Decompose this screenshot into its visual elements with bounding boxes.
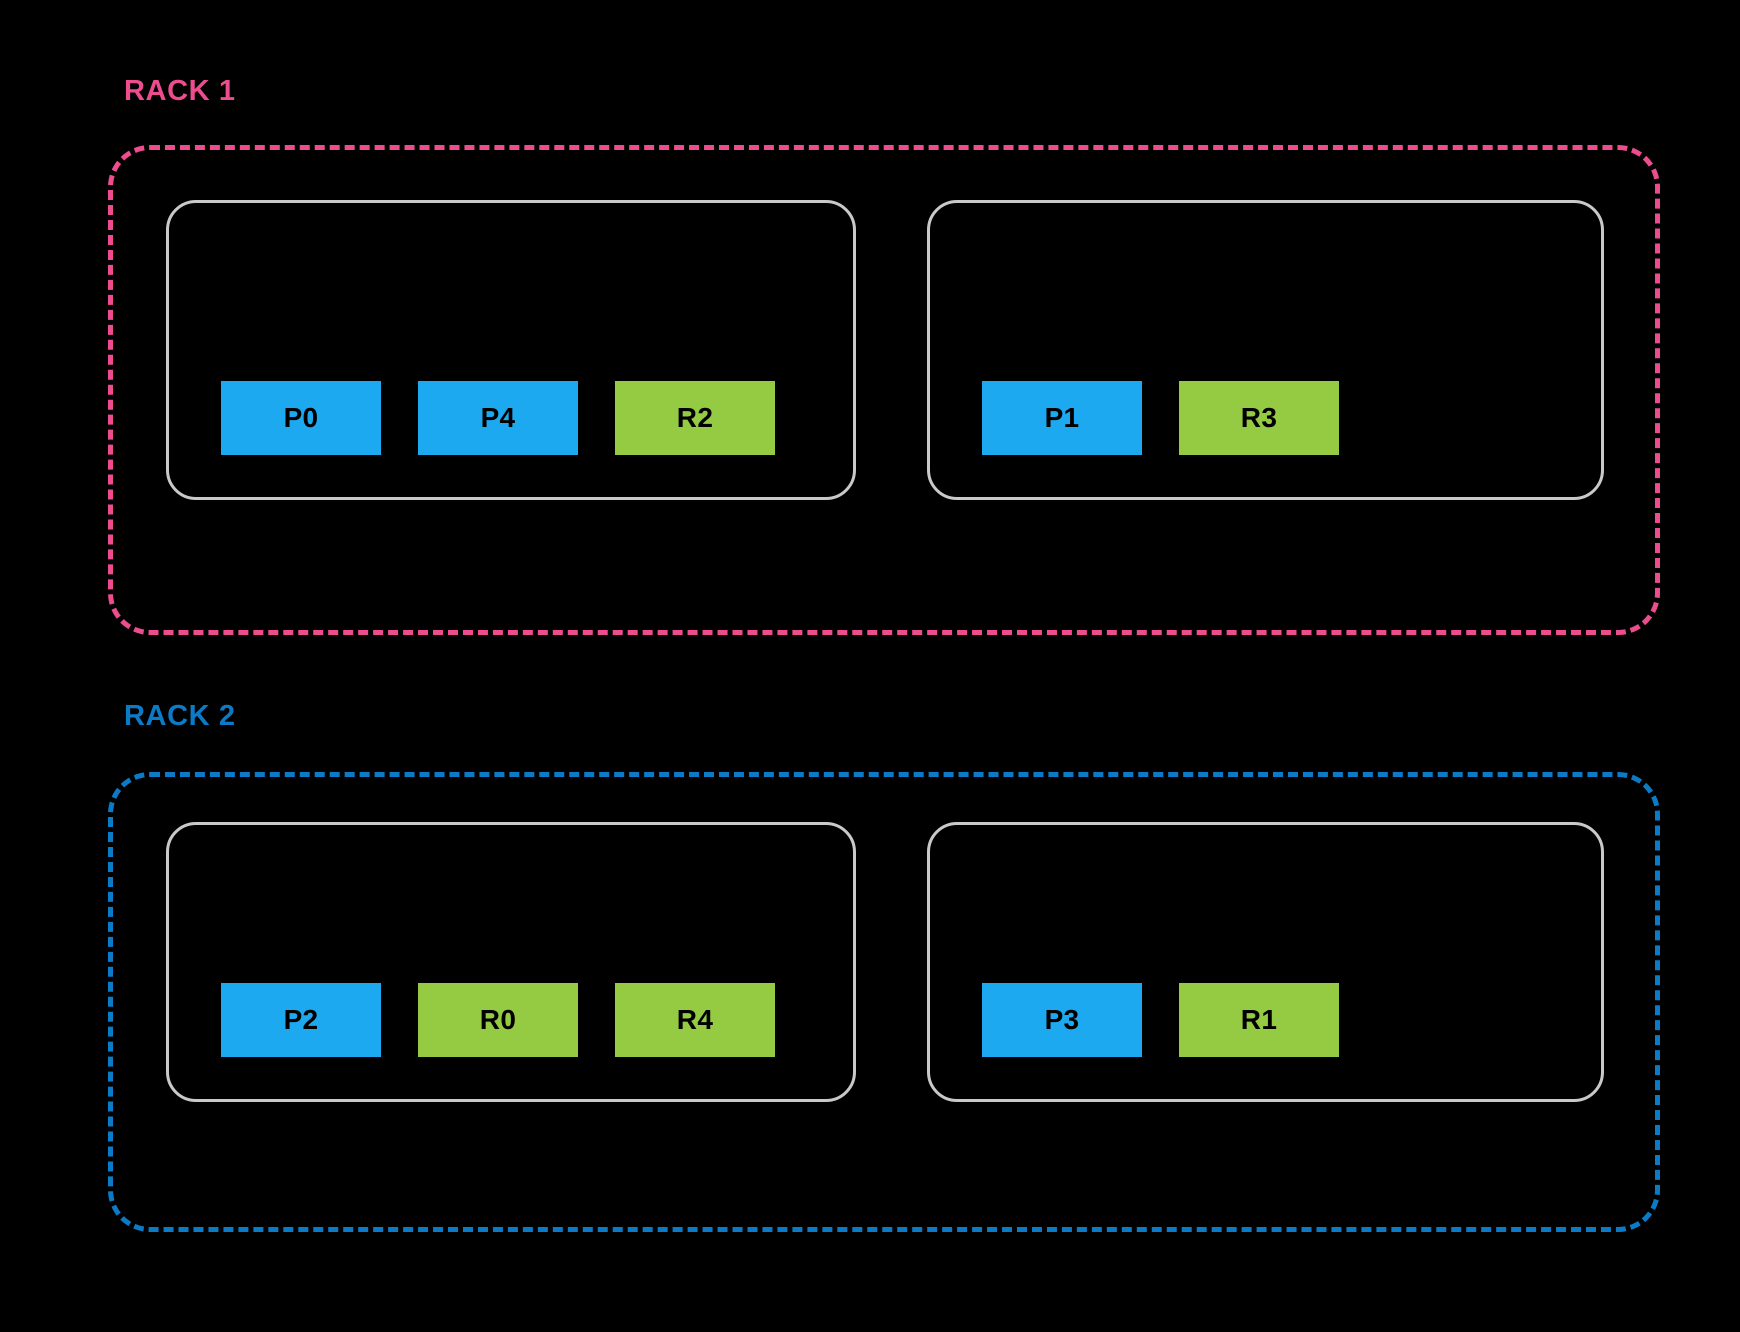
partition-chip-label: P0	[283, 402, 319, 433]
partition-chip-r4[interactable]: R4	[615, 983, 775, 1057]
partition-chip-r3[interactable]: R3	[1179, 381, 1339, 455]
partition-chip-label: R0	[479, 1004, 517, 1035]
partition-chip-label: P4	[480, 402, 516, 433]
partition-chip-label: P2	[283, 1004, 319, 1035]
node-box-rack2-node2: P3 R1	[927, 822, 1604, 1102]
partition-chip-p3[interactable]: P3	[982, 983, 1142, 1057]
partition-list: P1 R3	[982, 381, 1339, 455]
partition-chip-label: R2	[676, 402, 714, 433]
rack-label-2: RACK 2	[124, 700, 236, 732]
partition-chip-label: R4	[676, 1004, 714, 1035]
partition-chip-r1[interactable]: R1	[1179, 983, 1339, 1057]
partition-list: P0 P4 R2	[221, 381, 775, 455]
partition-list: P2 R0 R4	[221, 983, 775, 1057]
partition-chip-label: R1	[1240, 1004, 1278, 1035]
partition-chip-label: R3	[1240, 402, 1278, 433]
node-box-rack1-node2: P1 R3	[927, 200, 1604, 500]
partition-chip-p0[interactable]: P0	[221, 381, 381, 455]
node-box-rack1-node1: P0 P4 R2	[166, 200, 856, 500]
partition-chip-r0[interactable]: R0	[418, 983, 578, 1057]
partition-chip-label: P1	[1044, 402, 1080, 433]
partition-chip-r2[interactable]: R2	[615, 381, 775, 455]
partition-chip-p2[interactable]: P2	[221, 983, 381, 1057]
rack-label-1: RACK 1	[124, 75, 236, 107]
rack-boundary-2	[108, 772, 1660, 1232]
partition-chip-p1[interactable]: P1	[982, 381, 1142, 455]
partition-chip-p4[interactable]: P4	[418, 381, 578, 455]
partition-list: P3 R1	[982, 983, 1339, 1057]
partition-chip-label: P3	[1044, 1004, 1080, 1035]
node-box-rack2-node1: P2 R0 R4	[166, 822, 856, 1102]
rack-boundary-1	[108, 145, 1660, 635]
